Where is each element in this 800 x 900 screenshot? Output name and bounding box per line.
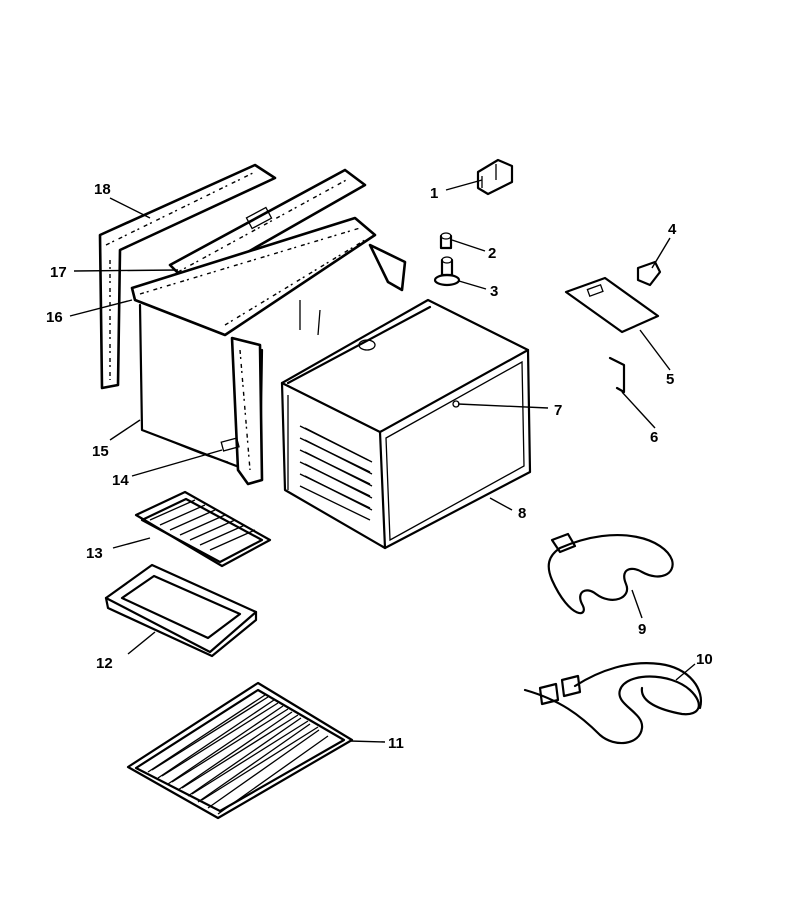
- label-part-5: 5: [666, 371, 674, 388]
- label-part-1: 1: [430, 185, 438, 202]
- part-18-insulation-strip: [98, 163, 277, 390]
- label-part-18: 18: [94, 181, 111, 198]
- leader-lines: [69, 179, 696, 743]
- label-part-17: 17: [50, 264, 67, 281]
- label-part-6: 6: [650, 429, 658, 446]
- label-part-4: 4: [668, 221, 677, 238]
- part-3-bushing: [433, 256, 461, 287]
- part-14-clip: [220, 437, 240, 452]
- label-part-7: 7: [554, 402, 562, 419]
- part-11-oven-rack: [126, 681, 354, 820]
- part-1-bracket: [476, 158, 514, 196]
- label-part-8: 8: [518, 505, 526, 522]
- label-part-13: 13: [86, 545, 103, 562]
- label-part-12: 12: [96, 655, 113, 672]
- label-part-2: 2: [488, 245, 496, 262]
- part-10-broil-element: [523, 662, 703, 745]
- part-13-broiler-grid: [134, 490, 272, 568]
- part-8-oven-cavity: [280, 298, 532, 550]
- part-16-insulation-strip: [130, 216, 407, 337]
- label-part-15: 15: [92, 443, 109, 460]
- label-part-10: 10: [696, 651, 713, 668]
- part-12-broiler-pan: [104, 563, 258, 658]
- side-insulation-strip: [230, 336, 264, 486]
- label-part-14: 14: [112, 472, 129, 489]
- part-2-stud: [439, 232, 453, 250]
- label-part-16: 16: [46, 309, 63, 326]
- label-part-3: 3: [490, 283, 498, 300]
- part-9-bake-element: [547, 532, 674, 615]
- label-part-11: 11: [388, 735, 404, 752]
- part-6-bracket: [608, 356, 626, 394]
- label-part-9: 9: [638, 621, 646, 638]
- part-4-clip: [636, 260, 662, 287]
- part-5-plate: [564, 276, 660, 334]
